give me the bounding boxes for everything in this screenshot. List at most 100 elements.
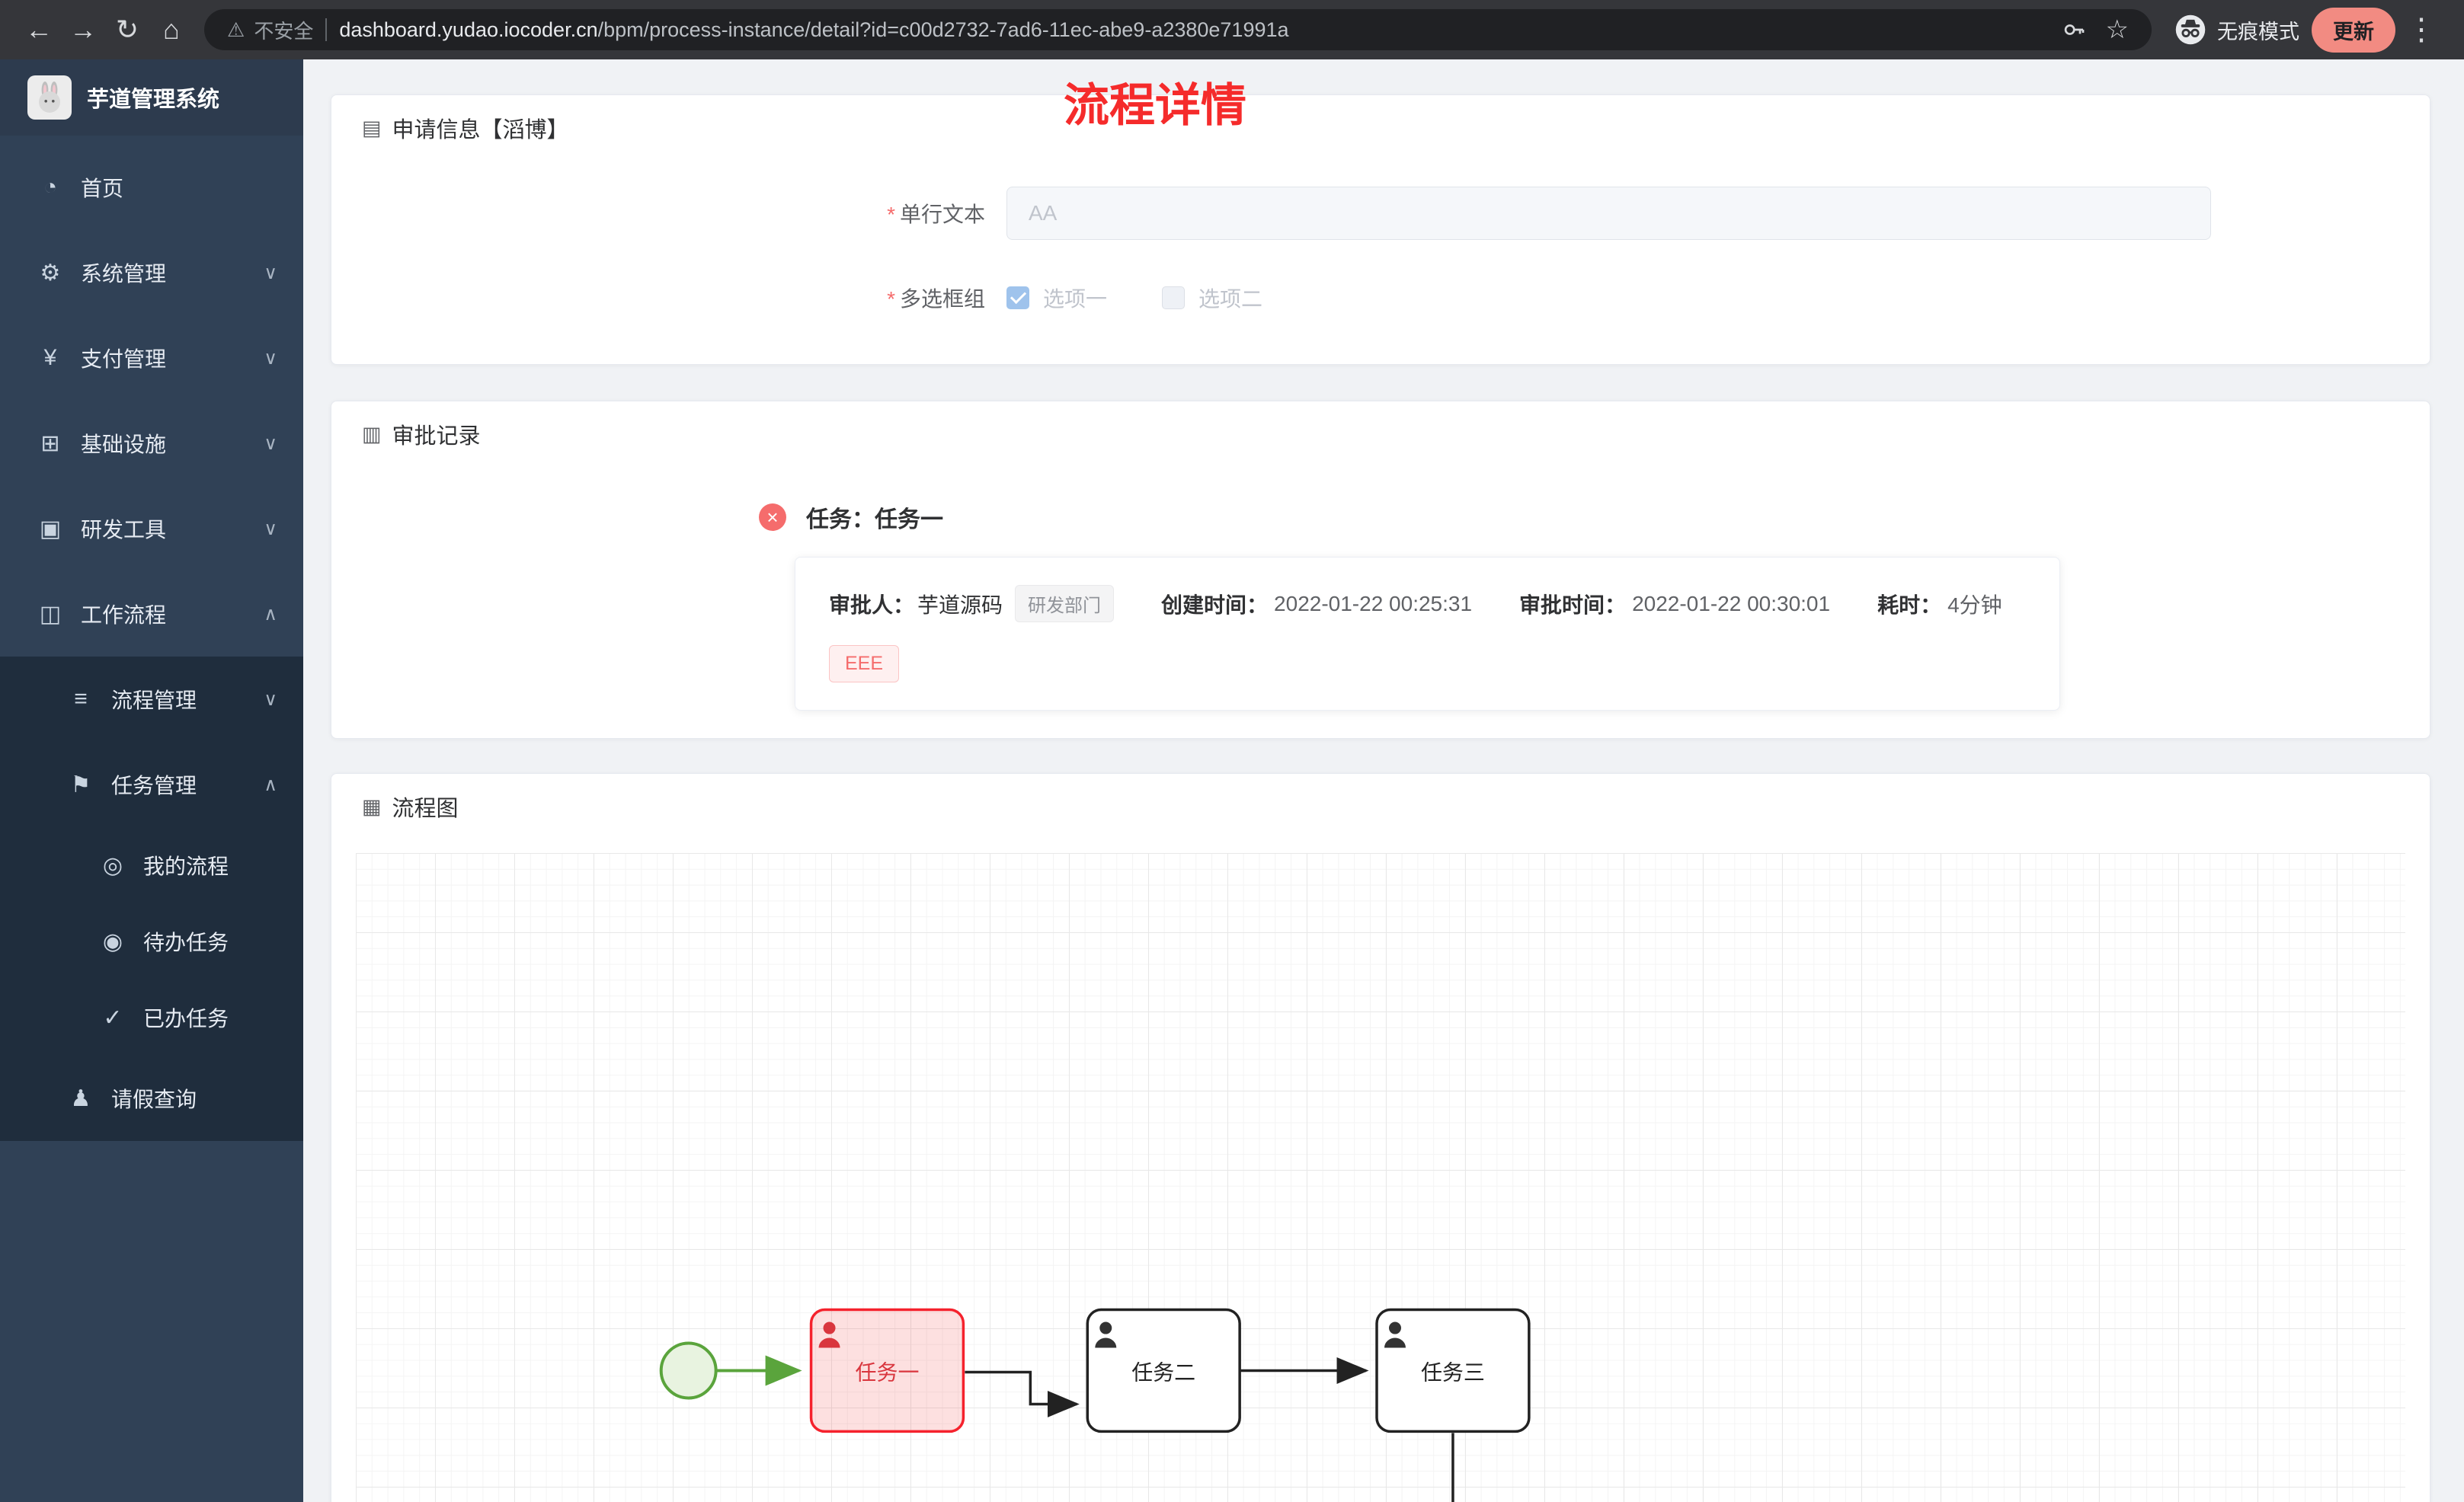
sidebar-item-task-management[interactable]: ⚑ 任务管理 ∧ bbox=[0, 742, 303, 827]
toolbox-icon: ▣ bbox=[39, 516, 62, 542]
url-path: /bpm/process-instance/detail?id=c00d2732… bbox=[597, 18, 1289, 41]
document-icon: ▤ bbox=[362, 116, 382, 139]
approval-meta-row: 审批人： 芋道源码 研发部门 创建时间： 2022-01-22 00:25:31… bbox=[829, 585, 2026, 622]
sidebar: 芋道管理系统 ◔ 首页 ⚙ 系统管理 ∨ ¥ 支付管理 ∨ ⊞ 基础设施 ∨ bbox=[0, 59, 303, 1502]
home-icon[interactable]: ⌂ bbox=[163, 14, 180, 45]
sidebar-item-system[interactable]: ⚙ 系统管理 ∨ bbox=[0, 230, 303, 315]
task-title: 任务：任务一 bbox=[806, 507, 943, 532]
page-title: 流程详情 bbox=[1064, 80, 1246, 131]
list-icon: ≡ bbox=[74, 686, 88, 711]
process-diagram-header: ▦ 流程图 bbox=[331, 774, 2430, 823]
sidebar-item-done-tasks[interactable]: ✓ 已办任务 bbox=[0, 979, 303, 1056]
update-button[interactable]: 更新 bbox=[2312, 7, 2395, 53]
comment-tag: EEE bbox=[829, 645, 900, 682]
created-time-field: 创建时间： 2022-01-22 00:25:31 bbox=[1161, 591, 1473, 617]
chevron-down-icon: ∨ bbox=[264, 262, 277, 283]
user-task-icon bbox=[1095, 1321, 1117, 1348]
user-task-icon bbox=[1384, 1321, 1406, 1348]
url-bar[interactable]: ⚠ 不安全 dashboard.yudao.iocoder.cn /bpm/pr… bbox=[204, 9, 2152, 50]
sidebar-item-leave-query[interactable]: ♟ 请假查询 bbox=[0, 1056, 303, 1141]
bpmn-task-3[interactable]: 任务三 bbox=[1375, 1308, 1531, 1433]
chevron-down-icon: ∨ bbox=[264, 347, 277, 369]
sidebar-item-infrastructure[interactable]: ⊞ 基础设施 ∨ bbox=[0, 401, 303, 486]
monitor-icon: ⊞ bbox=[40, 430, 60, 456]
bpmn-task-2-label: 任务二 bbox=[1131, 1360, 1195, 1384]
incognito-icon bbox=[2175, 14, 2206, 45]
approval-record-title: 审批记录 bbox=[392, 424, 481, 449]
app-title: 芋道管理系统 bbox=[87, 88, 220, 112]
field-label-checkbox-group: *多选框组 bbox=[887, 287, 985, 311]
warning-icon: ⚠ bbox=[227, 18, 245, 41]
url-divider bbox=[325, 18, 328, 41]
department-tag: 研发部门 bbox=[1015, 585, 1115, 622]
approved-time-value: 2022-01-22 00:30:01 bbox=[1632, 591, 1831, 615]
main-content: 流程详情 ▤ 申请信息【滔博】 *单行文本 *多选框组 bbox=[303, 59, 2464, 1502]
chevron-up-icon: ∧ bbox=[264, 603, 277, 625]
record-icon: ▥ bbox=[362, 422, 382, 446]
eye-icon: ◉ bbox=[102, 928, 123, 954]
bookmark-star-icon[interactable]: ☆ bbox=[2105, 15, 2129, 44]
apply-info-title: 申请信息【滔博】 bbox=[392, 118, 569, 142]
workflow-submenu: ≡ 流程管理 ∨ ⚑ 任务管理 ∧ ◎ 我的流程 ◉ 待办任务 bbox=[0, 657, 303, 1141]
user-task-icon bbox=[818, 1321, 840, 1348]
checkbox-option-1[interactable]: 选项一 bbox=[1006, 283, 1107, 313]
approved-time-field: 审批时间： 2022-01-22 00:30:01 bbox=[1519, 591, 1831, 617]
back-icon[interactable]: ← bbox=[25, 14, 53, 45]
incognito-label: 无痕模式 bbox=[2217, 20, 2299, 43]
security-warning[interactable]: ⚠ 不安全 bbox=[227, 16, 313, 44]
duration-field: 耗时： 4分钟 bbox=[1877, 589, 2002, 619]
chevron-down-icon: ∨ bbox=[264, 433, 277, 454]
chevron-up-icon: ∧ bbox=[264, 774, 277, 795]
approval-record-header: ▥ 审批记录 bbox=[331, 401, 2430, 450]
bpmn-start-event[interactable] bbox=[659, 1341, 718, 1400]
person-icon: ♟ bbox=[70, 1085, 91, 1111]
process-diagram-title: 流程图 bbox=[392, 797, 459, 821]
url-domain: dashboard.yudao.iocoder.cn bbox=[339, 18, 598, 41]
workflow-icon: ◫ bbox=[39, 601, 62, 627]
sidebar-item-payment[interactable]: ¥ 支付管理 ∨ bbox=[0, 315, 303, 401]
dashboard-icon: ◔ bbox=[43, 174, 58, 200]
close-circle-icon: × bbox=[759, 503, 786, 531]
timeline-task-row: × 任务：任务一 bbox=[759, 500, 2430, 534]
sidebar-item-home[interactable]: ◔ 首页 bbox=[0, 145, 303, 230]
sidebar-item-process-management[interactable]: ≡ 流程管理 ∨ bbox=[0, 657, 303, 742]
bpmn-task-3-label: 任务三 bbox=[1421, 1360, 1485, 1384]
browser-menu-icon[interactable]: ⋮ bbox=[2406, 13, 2437, 46]
security-warning-label: 不安全 bbox=[254, 19, 314, 43]
reload-icon[interactable]: ↻ bbox=[115, 14, 139, 45]
checkbox-label: 选项一 bbox=[1043, 287, 1108, 311]
sidebar-item-workflow[interactable]: ◫ 工作流程 ∧ bbox=[0, 571, 303, 657]
checkbox-checked-icon[interactable] bbox=[1006, 286, 1029, 309]
bpmn-canvas[interactable]: 任务一 任务二 bbox=[356, 853, 2405, 1502]
diagram-icon: ▦ bbox=[362, 794, 382, 818]
bpmn-task-1[interactable]: 任务一 bbox=[809, 1308, 965, 1433]
bpmn-diagram: 任务一 任务二 bbox=[659, 1308, 1531, 1502]
incognito-badge: 无痕模式 bbox=[2174, 14, 2299, 46]
browser-toolbar: ← → ↻ ⌂ ⚠ 不安全 dashboard.yudao.iocoder.cn… bbox=[0, 0, 2464, 59]
checkbox-label: 选项二 bbox=[1198, 287, 1263, 311]
forward-icon[interactable]: → bbox=[69, 14, 97, 45]
checkbox-unchecked-icon[interactable] bbox=[1162, 286, 1186, 309]
app-logo[interactable]: 芋道管理系统 bbox=[0, 59, 303, 136]
logo-avatar-icon bbox=[27, 75, 72, 120]
checkbox-option-2[interactable]: 选项二 bbox=[1162, 283, 1262, 313]
sidebar-item-devtools[interactable]: ▣ 研发工具 ∨ bbox=[0, 486, 303, 571]
yen-icon: ¥ bbox=[43, 345, 57, 370]
approver-field: 审批人： 芋道源码 研发部门 bbox=[829, 585, 1115, 622]
sidebar-menu: ◔ 首页 ⚙ 系统管理 ∨ ¥ 支付管理 ∨ ⊞ 基础设施 ∨ ▣ 研发工具 ∨ bbox=[0, 136, 303, 1141]
approval-record-card: ▥ 审批记录 × 任务：任务一 审批人： 芋道源码 研发部门 创建时间： 202… bbox=[331, 401, 2430, 739]
apply-info-card: ▤ 申请信息【滔博】 *单行文本 *多选框组 选项一 bbox=[331, 94, 2430, 365]
form-row-text: *单行文本 bbox=[331, 187, 2430, 240]
key-icon[interactable] bbox=[2062, 18, 2086, 42]
checkbox-group: 选项一 选项二 bbox=[1006, 283, 1262, 313]
apply-info-header: ▤ 申请信息【滔博】 bbox=[331, 95, 2430, 144]
bpmn-task-2[interactable]: 任务二 bbox=[1086, 1308, 1241, 1433]
single-line-text-input[interactable] bbox=[1006, 187, 2211, 240]
sidebar-item-todo-tasks[interactable]: ◉ 待办任务 bbox=[0, 903, 303, 979]
chevron-down-icon: ∨ bbox=[264, 689, 277, 710]
process-diagram-card: ▦ 流程图 bbox=[331, 773, 2430, 1502]
sidebar-item-my-processes[interactable]: ◎ 我的流程 bbox=[0, 827, 303, 903]
required-asterisk: * bbox=[887, 203, 895, 226]
approver-name: 芋道源码 bbox=[917, 593, 1003, 617]
duration-value: 4分钟 bbox=[1947, 593, 2002, 617]
